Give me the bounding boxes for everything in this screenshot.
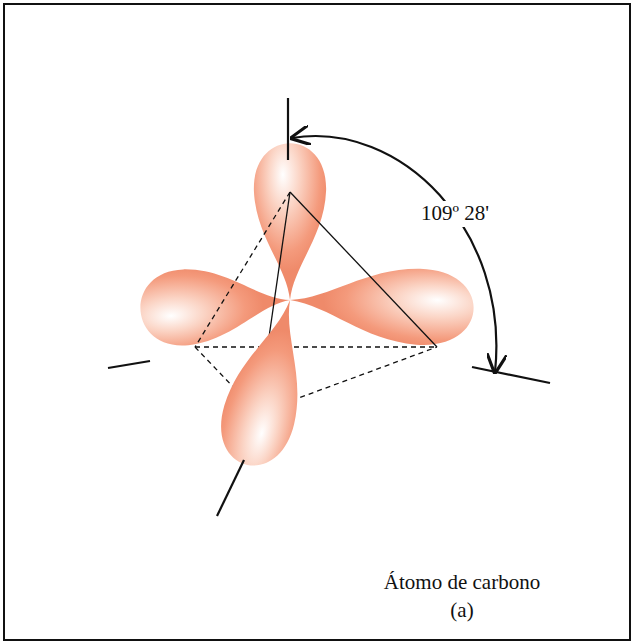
bond-axis: [108, 98, 550, 516]
orbital-lobe: [211, 291, 325, 474]
angle-label: 109º 28': [418, 201, 492, 226]
orbital-lobe: [254, 143, 326, 300]
figure-tag: (a): [450, 599, 473, 622]
tetrahedron: [195, 192, 437, 413]
orbital-lobe: [288, 262, 476, 348]
angle-arc: [292, 136, 496, 372]
figure-caption: Átomo de carbono: [384, 571, 540, 594]
frame: [4, 4, 630, 640]
